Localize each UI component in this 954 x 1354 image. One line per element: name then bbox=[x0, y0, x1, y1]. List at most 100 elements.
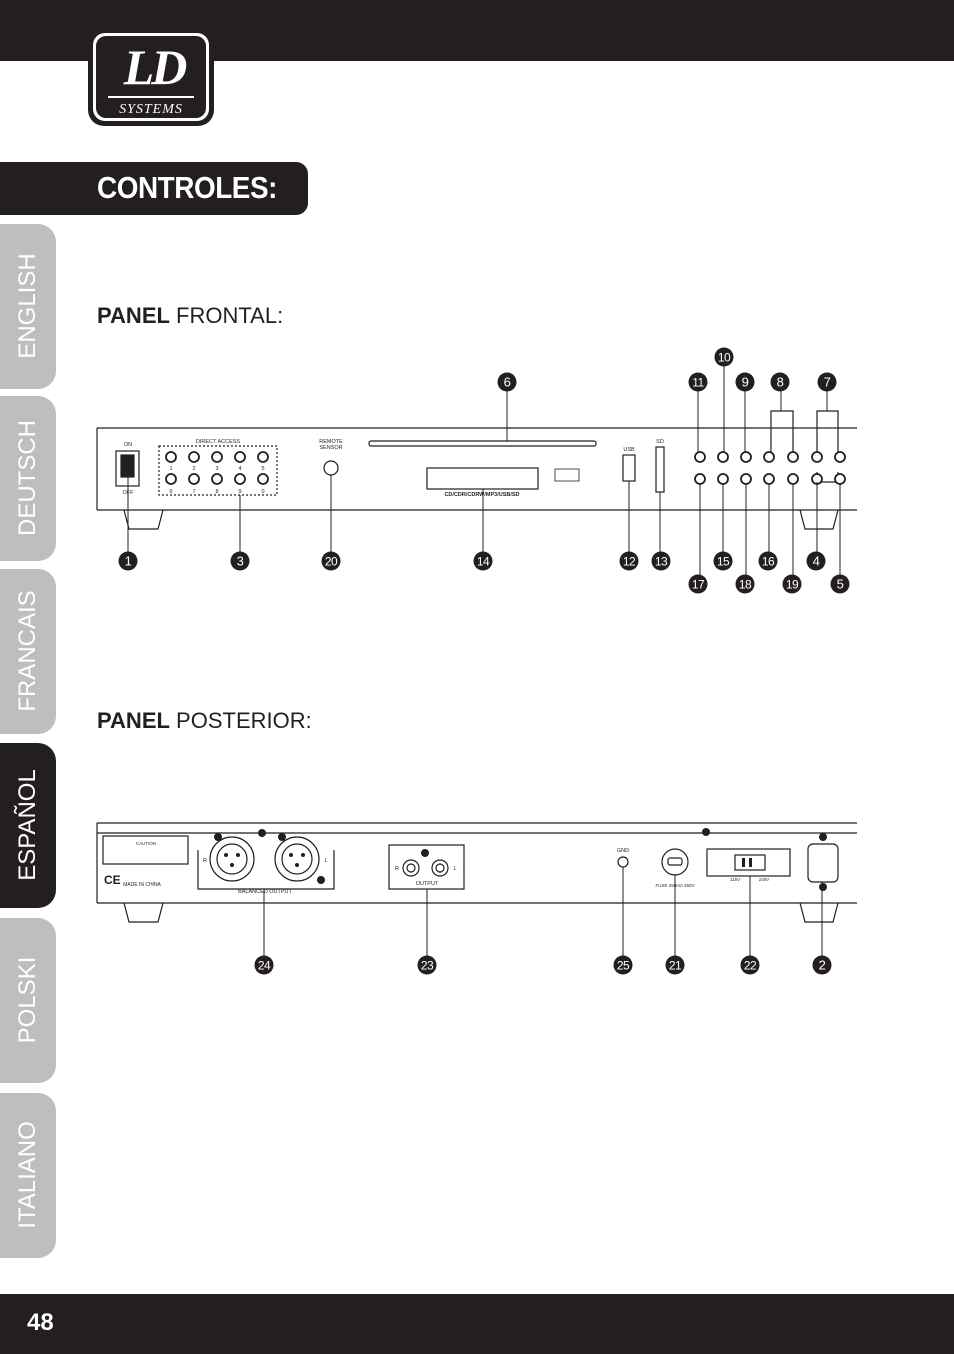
front-callout-number: 7 bbox=[824, 375, 831, 390]
front-callout-badge bbox=[735, 574, 755, 594]
remote-sensor-label-1: REMOTE bbox=[319, 439, 343, 445]
front-callout-number: 18 bbox=[739, 578, 752, 592]
front-callout-number: 14 bbox=[477, 555, 490, 569]
tab-english[interactable]: ENGLISH bbox=[0, 224, 56, 389]
digit-label: 9 bbox=[238, 489, 241, 495]
ce-mark-icon: CE bbox=[104, 873, 121, 887]
gnd-label: GND bbox=[617, 848, 629, 854]
xlr-l-label: L bbox=[324, 858, 327, 864]
front-callout-badge bbox=[497, 372, 517, 392]
digit-label: 4 bbox=[238, 466, 241, 472]
section-title-text: CONTROLES: bbox=[97, 170, 277, 205]
rear-callout-badge bbox=[254, 955, 274, 975]
ld-systems-logo: LD SYSTEMS bbox=[88, 28, 214, 126]
rear-callout-badge bbox=[740, 955, 760, 975]
rear-callout-badge bbox=[613, 955, 633, 975]
front-callout-number: 16 bbox=[762, 555, 775, 569]
rear-panel-heading: PANEL POSTERIOR: bbox=[97, 708, 312, 734]
section-title: CONTROLES: bbox=[0, 162, 308, 215]
tab-polski[interactable]: POLSKI bbox=[0, 918, 56, 1083]
direct-access-label: DIRECT ACCESS bbox=[196, 439, 241, 445]
front-callout-number: 6 bbox=[504, 375, 511, 390]
front-callout-badge bbox=[651, 551, 671, 571]
formats-label: CD/CDR/CDRW/MP3/USB/SD bbox=[444, 492, 519, 498]
rca-l-label: L bbox=[453, 866, 456, 872]
logo-systems-text: SYSTEMS bbox=[119, 102, 183, 117]
tab-francais[interactable]: FRANCAIS bbox=[0, 569, 56, 734]
front-callout-number: 12 bbox=[623, 555, 636, 569]
digit-label: 1 bbox=[169, 466, 172, 472]
digit-label: 2 bbox=[192, 466, 195, 472]
heading-rest: FRONTAL: bbox=[169, 303, 284, 328]
caution-label: CAUTION bbox=[136, 841, 156, 846]
front-callout-badge bbox=[688, 372, 708, 392]
front-callout-badge bbox=[230, 551, 250, 571]
rear-callout-number: 23 bbox=[421, 959, 434, 973]
front-callout-badge bbox=[713, 551, 733, 571]
front-callout-badge bbox=[782, 574, 802, 594]
disc-logo-icon bbox=[554, 468, 580, 482]
rear-callout-badge bbox=[812, 955, 832, 975]
front-callout-badge bbox=[688, 574, 708, 594]
230v-label: 230V bbox=[759, 877, 770, 882]
digit-label: 8 bbox=[215, 489, 218, 495]
rear-callout-badge bbox=[417, 955, 437, 975]
front-callout-badge bbox=[714, 347, 734, 367]
heading-bold: PANEL bbox=[97, 303, 170, 328]
rca-r-label: R bbox=[395, 866, 399, 872]
fuse-label: FUSE 250mA 250V bbox=[655, 883, 694, 888]
front-callout-number: 19 bbox=[786, 578, 799, 592]
front-callout-number: 9 bbox=[742, 375, 749, 390]
front-callout-badge bbox=[118, 551, 138, 571]
tab-italiano[interactable]: ITALIANO bbox=[0, 1093, 56, 1258]
front-callout-badge bbox=[830, 574, 850, 594]
front-callout-number: 1 bbox=[125, 554, 132, 569]
digit-label: 0 bbox=[261, 489, 264, 495]
heading-bold: PANEL bbox=[97, 708, 170, 733]
xlr-r-label: R bbox=[203, 858, 207, 864]
front-callout-number: 17 bbox=[692, 578, 705, 592]
front-callout-badge bbox=[473, 551, 493, 571]
front-callout-number: 8 bbox=[777, 375, 784, 390]
sd-label: SD bbox=[656, 439, 664, 445]
digit-label: 7 bbox=[192, 489, 195, 495]
usb-label: USB bbox=[623, 447, 635, 453]
front-callout-number: 11 bbox=[692, 376, 704, 390]
rear-callout-number: 24 bbox=[258, 959, 271, 973]
digit-label: 6 bbox=[169, 489, 172, 495]
bottom-bar bbox=[0, 1294, 954, 1354]
tab-deutsch[interactable]: DEUTSCH bbox=[0, 396, 56, 561]
front-callout-badge bbox=[321, 551, 341, 571]
tab-espanol[interactable]: ESPAÑOL bbox=[0, 743, 56, 908]
front-callout-number: 3 bbox=[237, 554, 244, 569]
front-callout-badge bbox=[619, 551, 639, 571]
on-label: ON bbox=[124, 442, 132, 448]
front-callout-badge bbox=[817, 372, 837, 392]
front-callout-number: 10 bbox=[718, 351, 731, 365]
heading-rest: POSTERIOR: bbox=[169, 708, 312, 733]
rear-callout-badge bbox=[665, 955, 685, 975]
front-callout-number: 15 bbox=[717, 555, 730, 569]
front-callout-badge bbox=[806, 551, 826, 571]
off-label: OFF bbox=[123, 490, 135, 496]
front-callout-badge bbox=[770, 372, 790, 392]
digit-label: 3 bbox=[215, 466, 218, 472]
remote-sensor-label-2: SENSOR bbox=[319, 445, 342, 451]
output-label: OUTPUT bbox=[416, 881, 439, 887]
front-panel-heading: PANEL FRONTAL: bbox=[97, 303, 283, 329]
made-in-label: MADE IN CHINA bbox=[123, 882, 161, 888]
front-callout-badge bbox=[735, 372, 755, 392]
rear-callout-number: 2 bbox=[819, 958, 826, 973]
rear-callout-number: 25 bbox=[617, 959, 630, 973]
front-callout-number: 13 bbox=[655, 555, 668, 569]
page-number: 48 bbox=[27, 1309, 54, 1336]
front-callout-number: 5 bbox=[837, 577, 844, 592]
115v-label: 115V bbox=[730, 877, 740, 882]
logo-ld-text: LD bbox=[123, 39, 188, 95]
rear-callout-number: 21 bbox=[669, 959, 682, 973]
rear-callout-number: 22 bbox=[744, 959, 757, 973]
front-callout-badge bbox=[758, 551, 778, 571]
